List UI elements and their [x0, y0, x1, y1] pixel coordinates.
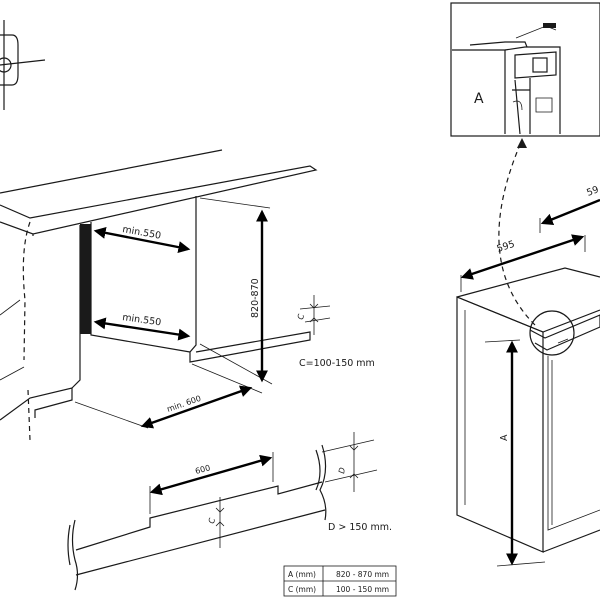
height-range-label: 820-870 [250, 278, 261, 318]
inset-detail: A [450, 2, 600, 137]
c-range-note: C=100-150 mm [299, 358, 375, 369]
appliance-height-label: A [499, 434, 510, 441]
depth-bottom-label: min.550 [122, 312, 162, 328]
niche-drawing: min.550 min.550 820-870 C C=100-150 mm m… [0, 149, 375, 441]
spec-table: A (mm) 820 - 870 mm C (mm) 100 - 150 mm [283, 565, 397, 597]
vent-d-label: D [337, 467, 347, 475]
vent-detail-drawing: 600 C D D > 150 mm. [67, 432, 392, 591]
inset-a-label: A [474, 91, 484, 107]
leader-arrow [498, 139, 536, 326]
table-row-a-value: 820 - 870 mm [336, 570, 389, 579]
plinth-c-label: C [296, 313, 306, 320]
vent-c-label: C [207, 517, 217, 524]
table-row-a-name: A (mm) [288, 570, 316, 579]
crosshair-fragment [0, 20, 46, 110]
magnifier-circle [529, 310, 575, 356]
vent-width-label: 600 [194, 463, 211, 476]
appliance-depth-label: 59 [585, 184, 600, 198]
leader-arrow-head [517, 138, 527, 148]
side-panel [80, 224, 91, 334]
appliance-width-label: 595 [496, 239, 517, 255]
table-row-c-value: 100 - 150 mm [336, 585, 389, 594]
table-row-c-name: C (mm) [288, 585, 316, 594]
d-min-note: D > 150 mm. [328, 522, 392, 533]
appliance-drawing: 595 59 A [456, 184, 600, 567]
